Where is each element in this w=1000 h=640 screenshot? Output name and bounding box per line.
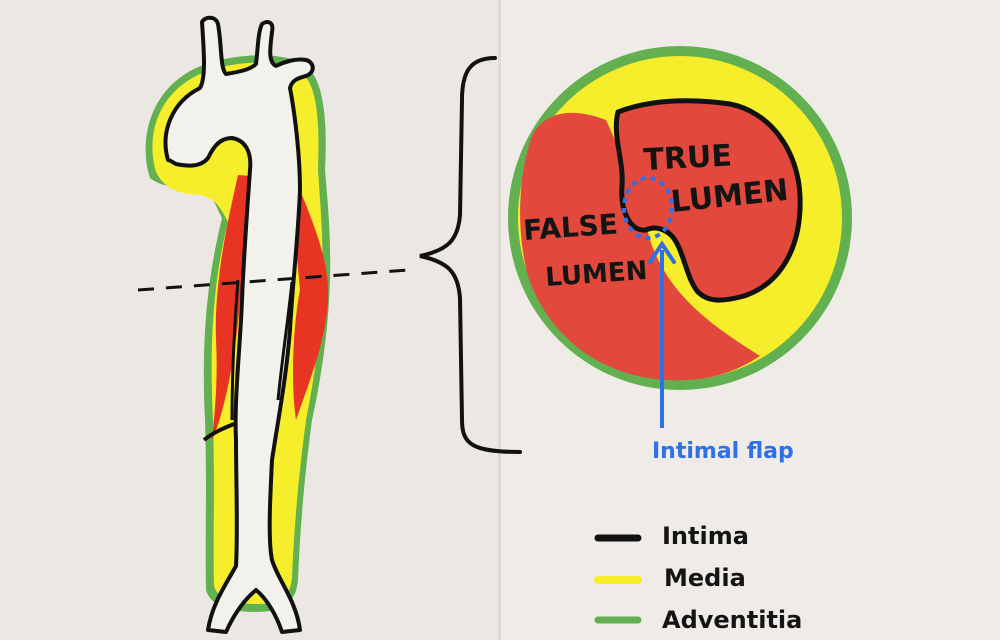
true-lumen-label-line1: TRUE	[643, 138, 733, 178]
intimal-flap-arrow-head	[648, 240, 676, 264]
intimal-flap-marker	[622, 176, 674, 240]
false-lumen-label-line2: LUMEN	[544, 256, 648, 293]
legend-label-media: Media	[664, 564, 746, 592]
legend-label-adventitia: Adventitia	[662, 606, 802, 634]
aorta-cross-section-diagram: TRUE LUMEN FALSE LUMEN Intimal flap	[508, 46, 852, 464]
aorta-longitudinal-diagram	[137, 15, 409, 634]
aorta-intima-wall	[163, 15, 315, 634]
false-lumen-left-region	[212, 175, 250, 440]
dissection-plane-right	[276, 281, 294, 401]
false-lumen-right-region	[293, 180, 329, 420]
paper-fold	[498, 0, 501, 640]
false-lumen-region	[520, 112, 760, 381]
cross-section-dashed-line	[137, 268, 409, 292]
cross-section-bracket	[419, 56, 522, 454]
dissection-plane-left	[230, 279, 240, 421]
true-lumen-wall	[613, 98, 803, 303]
legend: Intima Media Adventitia	[594, 522, 802, 634]
intimal-tear-line	[202, 422, 235, 442]
false-lumen-label-line1: FALSE	[522, 207, 619, 247]
legend-label-intima: Intima	[662, 522, 749, 550]
intimal-flap-label: Intimal flap	[652, 439, 794, 464]
